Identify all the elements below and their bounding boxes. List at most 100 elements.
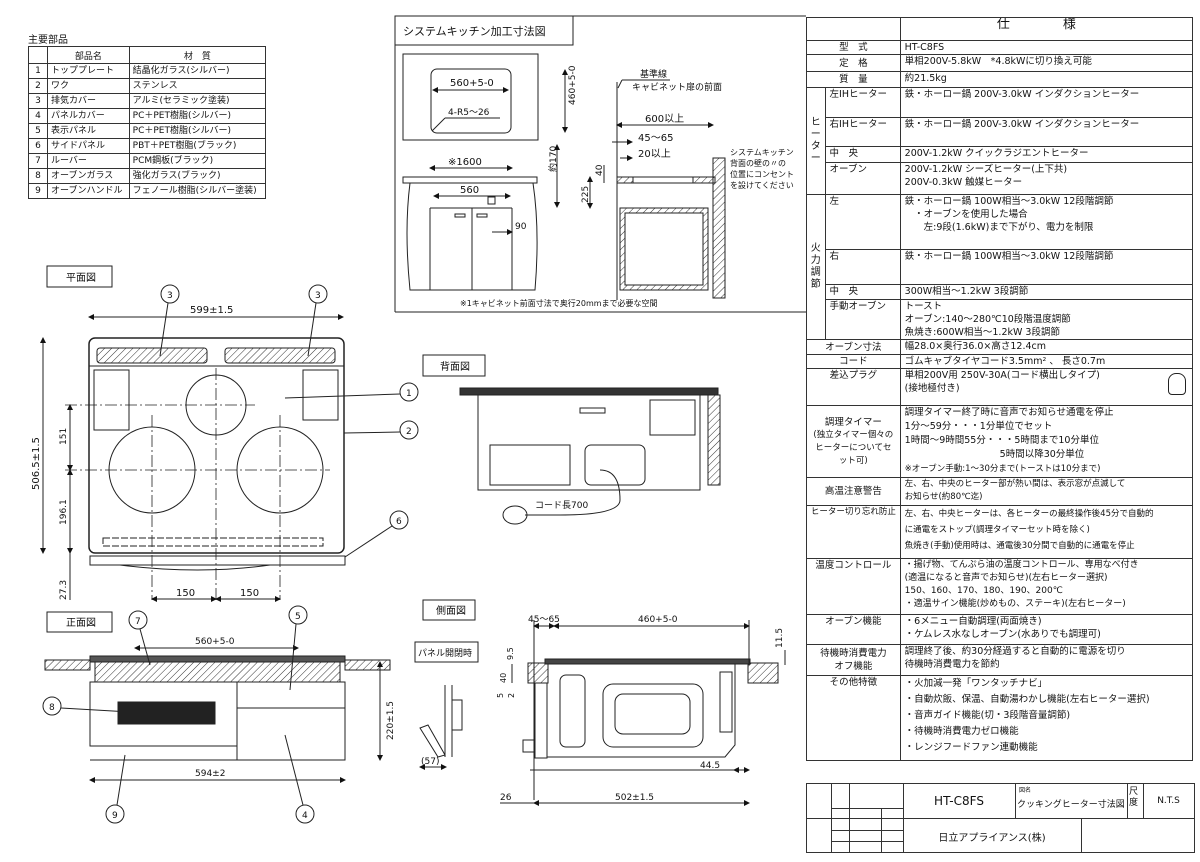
spec-sublabel: 手動オーブン [824, 299, 901, 340]
spec-value-line: ・適温サイン機能(炒めもの、ステーキ)(左右ヒーター) [904, 599, 1126, 609]
part-name: オーブンハンドル [47, 183, 130, 199]
spec-rating: 単相200V-5.8kW *4.8kWに切り換え可能 [899, 54, 1194, 72]
dim-40: 40 [595, 164, 605, 176]
spec-value-line: 5時間以降30分単位 [904, 449, 1085, 460]
dim-plan-width: 599±1.5 [190, 305, 233, 316]
spec-sublabel: 右 [824, 249, 901, 285]
spec-label: コード [806, 354, 901, 369]
spec-value-line: 鉄・ホーロー鍋 100W相当～3.0kW 12段階調節 [904, 196, 1114, 207]
dim-5: 5 [496, 693, 505, 698]
dim-57: (57) [421, 757, 439, 767]
spec-sublabel: 左IHヒーター [824, 87, 901, 118]
front-view [42, 605, 391, 824]
part-no: 9 [28, 183, 48, 199]
dim-502: 502±1.5 [615, 793, 654, 803]
spec-value-line: オーブン:140～280℃10段階温度調節 [904, 314, 1071, 325]
ref-line-label: 基準線 [640, 68, 667, 80]
spec-value-line: ・ケムレス水なしオーブン(水ありでも調理可) [904, 629, 1101, 640]
dim-front-top-width: 560+5-0 [195, 637, 235, 647]
spec-value-line: 幅28.0×奥行36.0×高さ12.4cm [899, 339, 1194, 355]
dim-front-height: 220±1.5 [386, 701, 396, 740]
spec-value-line: 200V-1.2kW クイックラジエントヒーター [904, 148, 1089, 159]
dim-cutout-depth: 460+5-0 [568, 65, 578, 105]
dim-side-460: 460+5-0 [638, 615, 678, 625]
dim-225: 225 [581, 186, 591, 203]
spec-value-line: 200V-1.2kW シーズヒーター(上下共) [904, 164, 1068, 175]
back-title: 背面図 [440, 360, 470, 373]
balloon-9: 9 [112, 811, 118, 821]
company-name: 日立アプライアンス(株) [938, 833, 1046, 844]
spec-value-line: 鉄・ホーロー鍋 200V-3.0kW インダクションヒーター [904, 119, 1140, 130]
scale-label: 尺度 [1129, 787, 1139, 808]
dim-600-min: 600以上 [645, 113, 684, 125]
outlet-note-4: を設けてください [730, 180, 794, 190]
dim-45-65: 45～65 [638, 133, 673, 144]
dim-26: 26 [500, 793, 512, 803]
dim-2: 2 [507, 693, 516, 698]
dim-44-5: 44.5 [700, 761, 720, 771]
heater-group-label: ヒーター [806, 87, 826, 195]
spec-value-line: ※オーブン手動:1～30分まで(トーストは10分まで) [904, 464, 1101, 474]
spec-value-line: トースト [904, 301, 943, 312]
spec-label: その他特徴 [806, 675, 901, 761]
spec-value-line: 左、右、中央ヒーターは、各ヒーターの最終操作後45分で自動的 [904, 509, 1154, 519]
side-view [414, 599, 786, 806]
spec-value-line: 単相200V用 250V-30A(コード横出しタイプ) [904, 370, 1100, 381]
panel-open-label: パネル開閉時 [418, 648, 472, 659]
spec-label: オーブン機能 [806, 614, 901, 645]
spec-label: オフ機能 [834, 661, 873, 672]
spec-value-line: 1時間～9時間55分・・・5時間まで10分単位 [904, 435, 1099, 446]
balloon-1: 1 [406, 389, 412, 399]
power-group-label: 火力調節 [806, 194, 826, 340]
spec-sublabel: オーブン [824, 162, 901, 195]
balloon-4: 4 [302, 811, 308, 821]
spec-label: オーブン寸法 [806, 339, 901, 355]
plan-title: 平面図 [66, 272, 96, 284]
scale-value: N.T.S [1157, 796, 1180, 806]
cord-length: コード長700 [535, 500, 588, 511]
spec-value-line: 150、160、170、180、190、200℃ [904, 586, 1063, 596]
dim-150-left: 150 [176, 588, 195, 599]
balloon-8: 8 [49, 703, 55, 713]
spec-value-line: 待機時消費電力を節約 [904, 659, 1000, 670]
spec-value-line: (接地極付き) [904, 383, 960, 394]
dim-151: 151 [59, 428, 69, 445]
ref-line-note: キャビネット扉の前面 [632, 81, 722, 93]
dim-cabinet-width: ※1600 [448, 157, 482, 168]
spec-mass: 約21.5kg [899, 71, 1194, 88]
spec-label: 待機時消費電力 [820, 648, 887, 659]
dim-side-40: 40 [499, 673, 508, 683]
balloon-3a: 3 [167, 291, 173, 301]
parts-title: 主要部品 [28, 35, 68, 46]
side-title: 側面図 [436, 604, 466, 617]
spec-value-line: 左、右、中央のヒーター部が熱い間は、表示窓が点滅して [904, 479, 1126, 489]
dim-27: 27.3 [59, 580, 69, 600]
spec-value-line: ・オーブンを使用した場合 [904, 209, 1028, 220]
outlet-note-2: 背面の壁の〃の [730, 158, 786, 168]
spec-label: 型 式 [806, 40, 901, 55]
spec-value-line: ・音声ガイド機能(切・3段階音量調節) [904, 710, 1071, 721]
spec-value-line: 魚焼き:600W相当～1.2kW 3段調節 [904, 327, 1060, 338]
part-material: フェノール樹脂(シルバー塗装) [128, 183, 267, 199]
spec-value-line: に通電をストップ(調理タイマーセット時を除く) [904, 525, 1090, 535]
spec-value-line: 鉄・ホーロー鍋 100W相当～3.0kW 12段階調節 [904, 251, 1114, 262]
spec-value-line: 魚焼き(手動)使用時は、通電後30分間で自動的に通電を停止 [904, 541, 1135, 551]
dim-approx-170: 約170 [547, 146, 559, 172]
dim-90: 90 [515, 222, 527, 232]
plug-icon [1168, 373, 1186, 395]
kitchen-footnote: ※1キャビネット前面寸法で奥行20mmまで必要な空間 [460, 298, 658, 308]
balloon-2: 2 [406, 427, 412, 437]
spec-value-line: ・自動炊飯、保温、自動湯わかし機能(左右ヒーター選択) [904, 694, 1150, 705]
spec-label: 差込プラグ [806, 368, 901, 406]
spec-value-line: ・6メニュー自動調理(両面焼き) [904, 616, 1042, 627]
spec-label: 温度コントロール [806, 558, 901, 615]
plan-view [40, 265, 419, 602]
dim-inner-width: 560 [460, 185, 479, 196]
spec-sublabel: 右IHヒーター [824, 117, 901, 147]
